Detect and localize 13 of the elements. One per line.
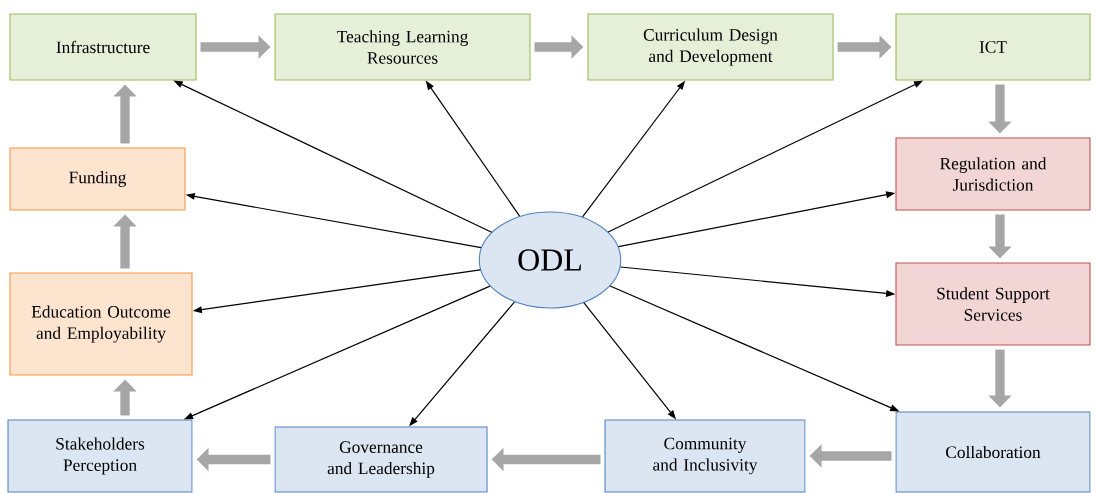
process-box: Governance and Leadership <box>274 426 488 493</box>
process-box: Curriculum Design and Development <box>587 13 834 81</box>
process-box: Collaboration <box>895 411 1091 493</box>
process-box: Regulation and Jurisdiction <box>895 137 1091 211</box>
process-box: Community and Inclusivity <box>604 419 806 493</box>
process-box: Teaching Learning Resources <box>274 13 531 81</box>
process-box: Education Outcome and Employability <box>9 272 193 376</box>
process-box: ICT <box>895 13 1091 81</box>
ellipse-node: ODL <box>478 211 622 309</box>
process-box: Stakeholders Perception <box>7 419 193 493</box>
process-box: Student Support Services <box>895 262 1091 346</box>
process-box: Funding <box>9 147 186 211</box>
process-box: Infrastructure <box>9 13 197 81</box>
